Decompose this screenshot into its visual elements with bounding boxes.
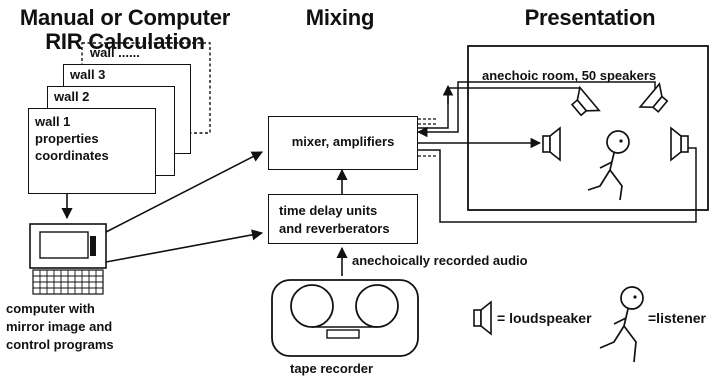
- heading-presentation: Presentation: [524, 5, 656, 30]
- mixer-box: mixer, amplifiers: [268, 116, 418, 170]
- loudspeaker-icon-right: [670, 126, 689, 162]
- wall-more-label: wall ......: [90, 45, 140, 60]
- wire-speaker-top-right: [416, 81, 656, 138]
- computer-icon: [29, 223, 107, 295]
- wire-speaker-top-left: [418, 87, 581, 129]
- arrow-computer-to-mixer: [105, 151, 263, 233]
- room-label: anechoic room, 50 speakers: [482, 68, 657, 83]
- tape-recorder-icon: [271, 279, 419, 357]
- wall-1-card: wall 1 properties coordinates: [28, 108, 156, 194]
- heading-calculation: Manual or Computer RIR Calculation: [19, 5, 231, 54]
- mixer-label: mixer, amplifiers: [291, 134, 395, 149]
- loudspeaker-icon-top-left: [570, 85, 601, 117]
- legend-listener-icon: [599, 286, 644, 363]
- tape-recorder-label: tape recorder: [290, 361, 374, 376]
- audio-label: anechoically recorded audio: [352, 253, 528, 268]
- loudspeaker-icon-front: [542, 126, 561, 162]
- anechoic-room: [467, 45, 709, 211]
- computer-caption: computer with mirror image and control p…: [6, 301, 114, 352]
- wire-speaker-right: [418, 147, 697, 223]
- wall-1-label: wall 1 properties coordinates: [35, 114, 109, 163]
- legend-loudspeaker-icon: [473, 300, 492, 336]
- delay-label: time delay units and reverberators: [279, 203, 390, 236]
- listener-icon: [587, 130, 630, 201]
- arrow-computer-to-delay: [105, 229, 264, 263]
- delay-box: time delay units and reverberators: [268, 194, 418, 244]
- legend-listener-label: =listener: [648, 310, 706, 326]
- wall-2-label: wall 2: [54, 89, 90, 104]
- heading-mixing: Mixing: [305, 5, 375, 30]
- legend-loudspeaker-label: = loudspeaker: [497, 310, 592, 326]
- wall-3-label: wall 3: [70, 67, 106, 82]
- loudspeaker-icon-top-right: [638, 82, 669, 113]
